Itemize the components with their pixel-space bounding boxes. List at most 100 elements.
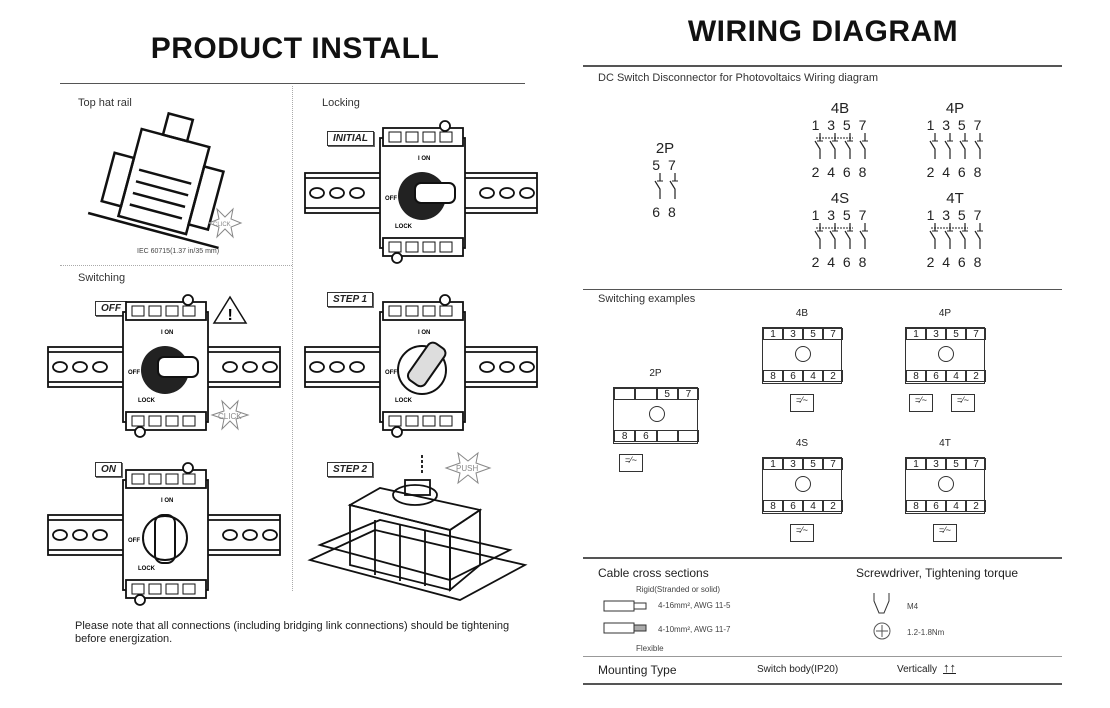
config-bottom-terminals: 2 4 6 8	[811, 164, 869, 180]
terminal-cell: 7	[677, 388, 699, 400]
switch-off-text: OFF	[128, 370, 140, 376]
terminal-cell: 8	[906, 370, 926, 382]
divider	[292, 86, 293, 591]
terminal-cell: 6	[926, 370, 946, 382]
tag-on: ON	[95, 462, 122, 477]
terminal-cell: 6	[783, 500, 803, 512]
config-top-terminals: 1 3 5 7	[811, 117, 869, 133]
terminal-cell: 3	[783, 458, 803, 470]
switch-off-text: OFF	[385, 370, 397, 376]
click-text: CLICK	[213, 222, 231, 228]
terminal-cell: 1	[763, 328, 783, 340]
switching-label: Switching	[78, 272, 126, 284]
wiring-subtitle: DC Switch Disconnector for Photovoltaics…	[598, 72, 878, 84]
push-step-illustration: PUSH	[307, 451, 528, 601]
terminal-cell: 5	[946, 328, 966, 340]
rail-mount-illustration: CLICK	[87, 111, 243, 250]
install-title: PRODUCT INSTALL	[150, 32, 440, 65]
terminal-cell: 3	[926, 328, 946, 340]
terminal-cell: 2	[823, 500, 843, 512]
contact-symbol	[654, 173, 678, 199]
terminal-cell: 5	[946, 458, 966, 470]
divider	[583, 65, 1062, 67]
svg-text:CLICK: CLICK	[218, 412, 242, 421]
push-text: PUSH	[456, 464, 478, 473]
contact-symbol	[814, 223, 868, 249]
switch-off-text: OFF	[385, 196, 397, 202]
knob-circle	[938, 346, 954, 362]
dc-ac-inverter-icon: =⁄~	[933, 524, 957, 542]
flex-spec: 4-10mm², AWG 11-7	[658, 625, 731, 634]
knob-circle	[795, 346, 811, 362]
terminal-cell	[614, 388, 636, 400]
terminal-cell: 1	[763, 458, 783, 470]
dc-ac-inverter-icon: =⁄~	[909, 394, 933, 412]
config-name: 4P	[945, 100, 965, 117]
example-name: 4T	[939, 438, 951, 449]
example-name: 4B	[795, 308, 809, 319]
config-bottom-terminals: 2 4 6 8	[926, 164, 984, 180]
rigid-label: Rigid(Stranded or solid)	[636, 585, 721, 594]
divider	[60, 265, 292, 266]
vertical-arrows-icon: ↑↑	[943, 660, 956, 675]
terminal-cell: 3	[926, 458, 946, 470]
switch-on-text: I ON	[418, 330, 430, 336]
example-name: 2P	[649, 368, 662, 379]
terminal-cell: 4	[803, 500, 823, 512]
wiring-config-4t: 4T 1 3 5 7 2 4 6 8	[915, 190, 995, 270]
screwdriver-icon	[873, 593, 891, 640]
svg-text:!: !	[228, 307, 233, 324]
config-bottom-terminals: 6 8	[652, 204, 678, 220]
tag-step2: STEP 2	[327, 462, 374, 477]
mounting-body: Switch body(IP20)	[757, 664, 839, 675]
config-name: 4B	[830, 100, 850, 117]
knob-circle	[795, 476, 811, 492]
terminal-cell: 1	[906, 328, 926, 340]
switch-lock-text: LOCK	[138, 566, 156, 572]
knob-circle	[648, 406, 665, 422]
config-bottom-terminals: 2 4 6 8	[926, 254, 984, 270]
divider	[583, 656, 1062, 657]
config-top-terminals: 1 3 5 7	[926, 207, 984, 223]
rail-standard: IEC 60715(1.37 in/35 mm)	[137, 248, 220, 255]
cable-title: Cable cross sections	[598, 566, 709, 580]
terminal-cell	[677, 430, 699, 442]
terminal-cell: 2	[966, 370, 986, 382]
switch-lock-text: LOCK	[395, 224, 413, 230]
switch-on-rail-illustration: I ON OFF LOCK	[304, 294, 538, 438]
terminal-cell: 4	[946, 370, 966, 382]
dc-ac-inverter-icon: =⁄~	[619, 454, 643, 472]
wiring-config-2p: 2P 5 7 6 8	[640, 140, 690, 220]
config-bottom-terminals: 2 4 6 8	[811, 254, 869, 270]
config-top-terminals: 5 7	[652, 157, 678, 173]
terminal-cell: 5	[803, 328, 823, 340]
terminal-cell: 7	[823, 328, 843, 340]
dc-ac-inverter-icon: =⁄~	[790, 524, 814, 542]
terminal-cell: 3	[783, 328, 803, 340]
dc-ac-inverter-icon: =⁄~	[951, 394, 975, 412]
terminal-cell: 8	[906, 500, 926, 512]
flexible-label: Flexible	[636, 644, 664, 653]
terminal-cell: 4	[803, 370, 823, 382]
terminal-cell: 7	[823, 458, 843, 470]
top-hat-rail-label: Top hat rail	[78, 97, 132, 109]
tightening-note: Please note that all connections (includ…	[75, 620, 510, 645]
knob-circle	[938, 476, 954, 492]
switch-lock-text: LOCK	[395, 398, 413, 404]
terminal-cell: 5	[803, 458, 823, 470]
contact-symbol	[929, 223, 983, 249]
config-name: 4T	[946, 190, 964, 207]
switch-on-text: I ON	[161, 498, 173, 504]
terminal-cell: 6	[783, 370, 803, 382]
locking-label: Locking	[322, 97, 360, 109]
config-top-terminals: 1 3 5 7	[926, 117, 984, 133]
cable-icons	[603, 600, 647, 634]
warning-icon: ! CLICK	[210, 295, 250, 431]
